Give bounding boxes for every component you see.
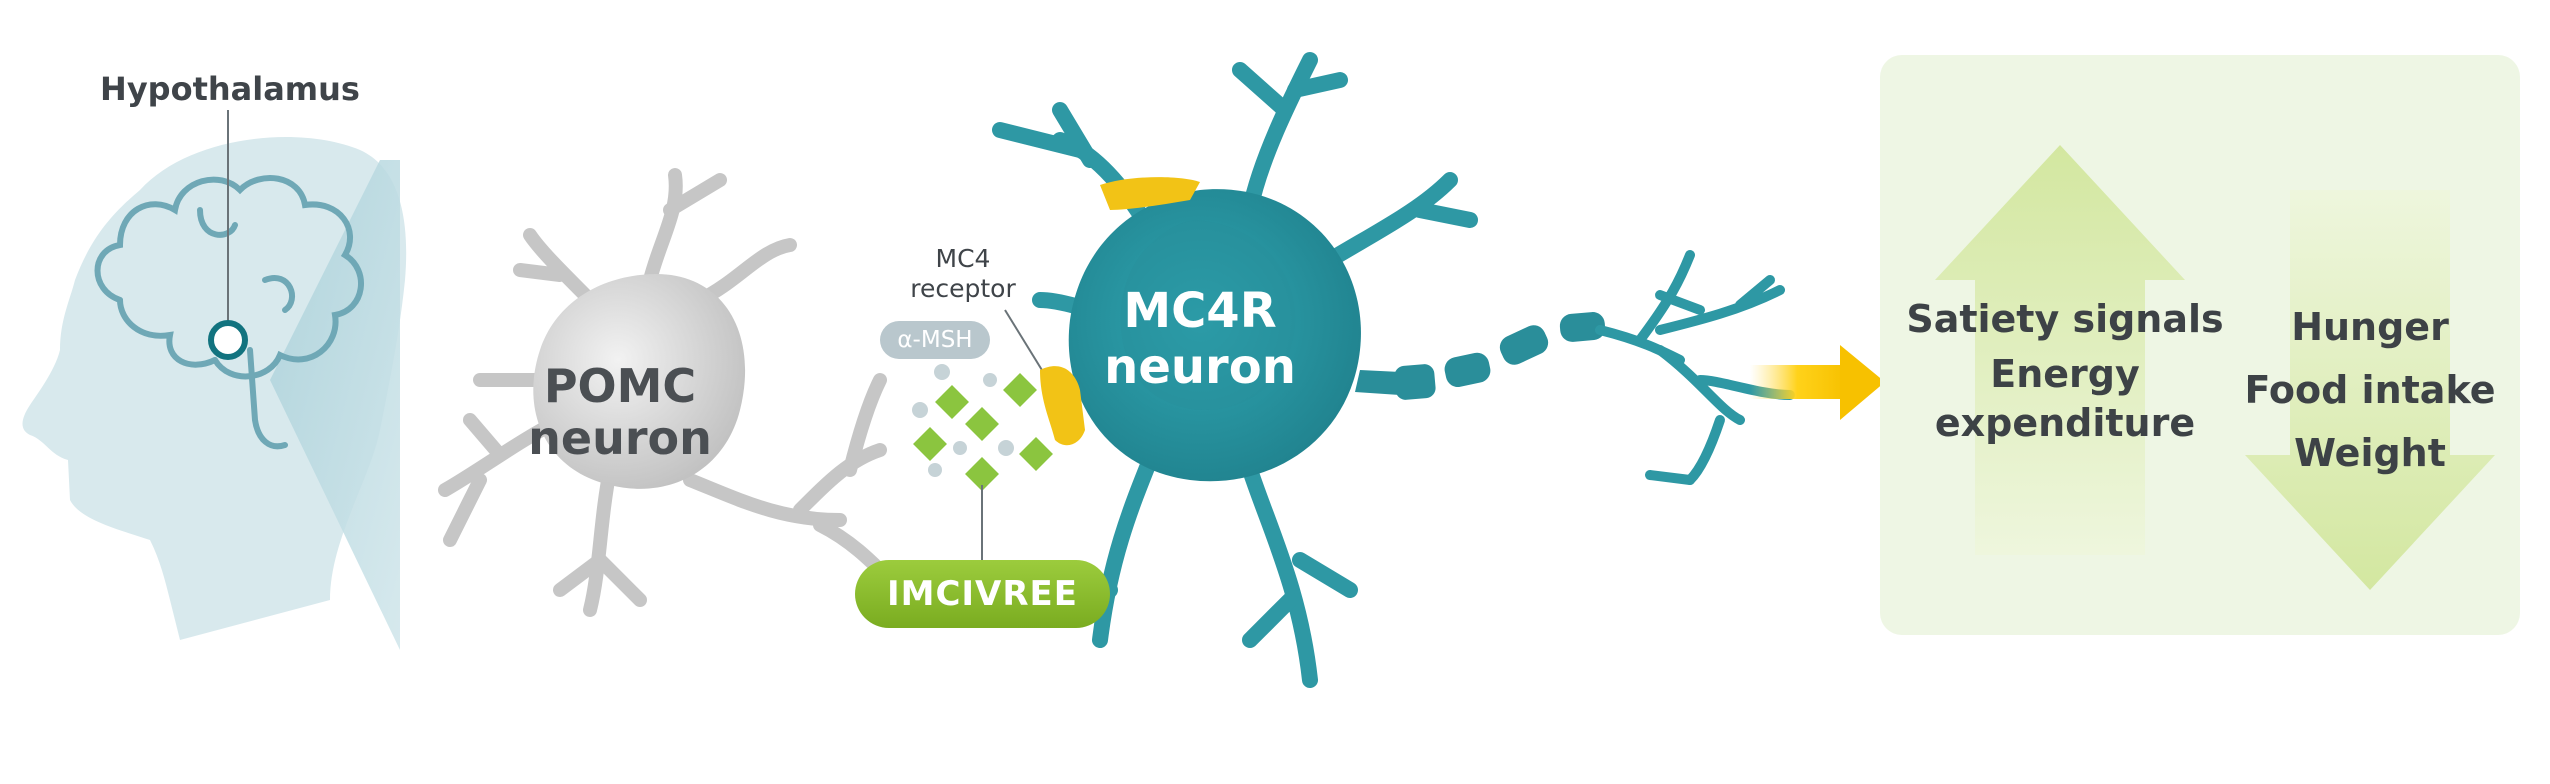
decrease-effect-item: Weight — [2294, 431, 2446, 475]
mc4-receptor-label: MC4 receptor — [868, 244, 1058, 304]
increase-effect-item: expenditure — [1934, 401, 2196, 445]
increase-effects-list: Satiety signals Energy expenditure — [1900, 292, 2230, 451]
pomc-neuron-label: POMC neuron — [470, 360, 770, 464]
brain-icon — [94, 175, 364, 450]
decrease-effect-item: Food intake — [2244, 368, 2496, 412]
pomc-label-line2: neuron — [528, 411, 712, 465]
mc4r-label-line2: neuron — [1104, 339, 1296, 395]
mc4r-label-line1: MC4R — [1123, 283, 1277, 339]
decrease-effect-item: Hunger — [2291, 305, 2449, 349]
increase-effect-item: Energy — [1990, 352, 2140, 396]
increase-arrow — [1935, 145, 2185, 555]
mc4r-neuron-label: MC4R neuron — [1080, 283, 1320, 395]
increase-effect-item: Satiety signals — [1906, 297, 2224, 341]
drug-badge: IMCIVREE — [855, 560, 1110, 628]
decrease-effects-list: Hunger Food intake Weight — [2220, 300, 2520, 481]
mc4-label-line2: receptor — [910, 274, 1016, 303]
alpha-msh-badge: α-MSH — [880, 321, 990, 359]
pomc-neuron — [438, 168, 897, 617]
signal-arrow — [1750, 345, 1885, 420]
head-silhouette — [22, 137, 407, 650]
decrease-arrow — [2245, 190, 2495, 590]
hypothalamus-label: Hypothalamus — [100, 70, 360, 108]
mc4-receptor — [1040, 177, 1200, 446]
receptor-pointer — [1004, 309, 1046, 376]
drug-particles — [912, 364, 1053, 491]
mc4-label-line1: MC4 — [935, 244, 991, 273]
pomc-label-line1: POMC — [543, 359, 697, 413]
hypothalamus-marker — [208, 320, 248, 360]
